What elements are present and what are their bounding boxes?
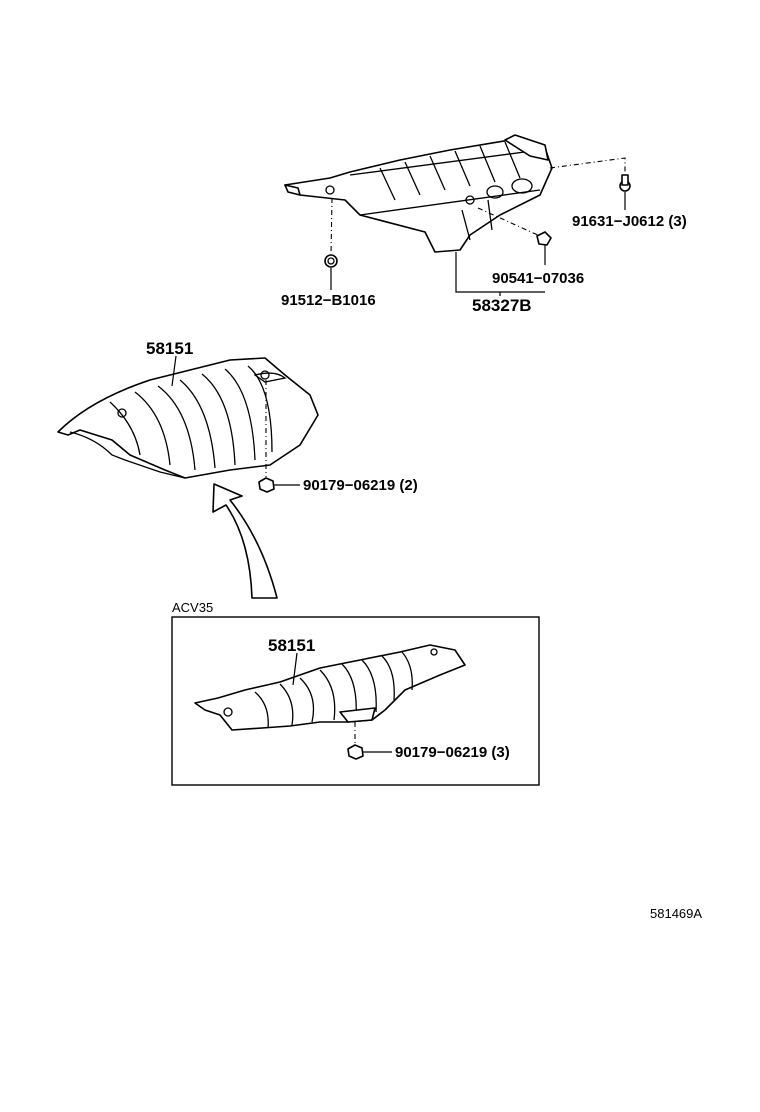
callout-91512-B1016: 91512−B1016 [281, 292, 376, 309]
bolt-91512-icon [324, 254, 338, 268]
callout-90179-06219-main: 90179−06219 (2) [303, 477, 418, 494]
callout-58151-main: 58151 [146, 339, 193, 358]
callout-91631-J0612: 91631−J0612 (3) [572, 213, 687, 230]
callout-90179-06219-inset: 90179−06219 (3) [395, 744, 510, 761]
nut-90541-icon [536, 231, 552, 246]
main-heat-insulator [57, 357, 319, 479]
inset-heat-insulator [194, 644, 466, 731]
nut-90179-inset-icon [347, 744, 364, 760]
upper-heat-insulator [284, 134, 553, 253]
inset-title-acv35: ACV35 [172, 600, 213, 615]
nut-90179-main-icon [258, 477, 275, 493]
inset-box [171, 616, 540, 786]
direction-arrow-icon [212, 483, 278, 599]
bolt-91631-icon [619, 174, 631, 192]
figure-id: 581469A [650, 906, 702, 921]
callout-58327B: 58327B [472, 296, 532, 315]
callout-90541-07036: 90541−07036 [492, 270, 584, 287]
callout-58151-inset: 58151 [268, 636, 315, 655]
